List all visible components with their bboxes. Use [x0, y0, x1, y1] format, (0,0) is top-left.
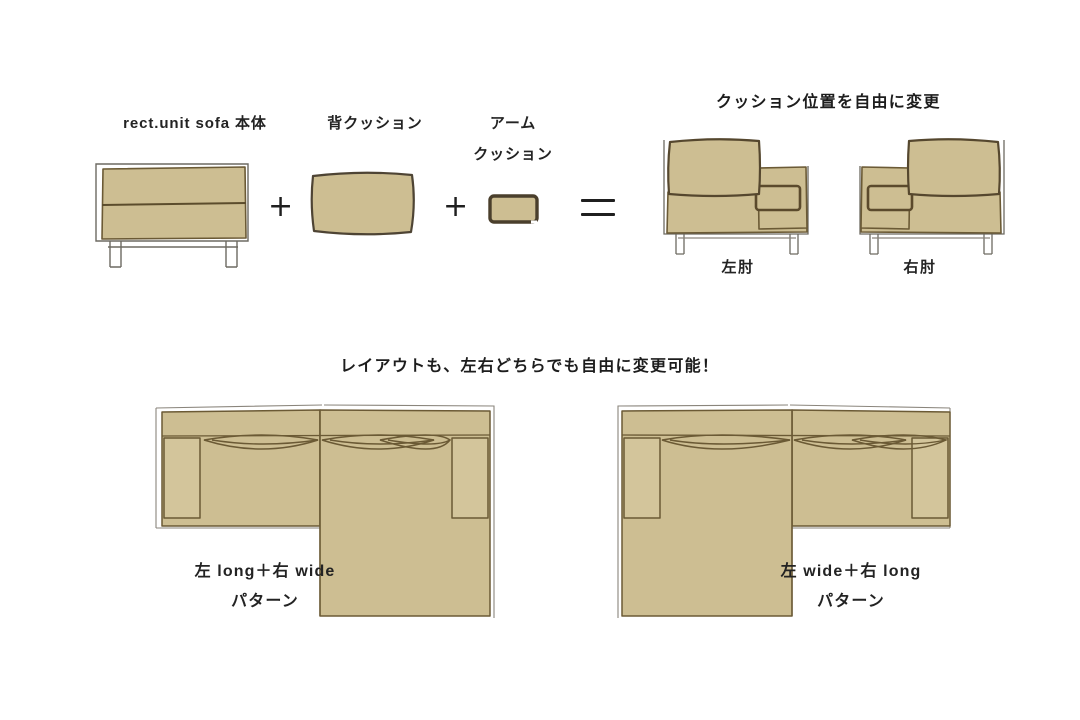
- headline-cushion-position-text: クッション位置を自由に変更: [712, 88, 945, 114]
- arm-cushion-illustration: [487, 192, 542, 227]
- chair-left-elbow-label: 左肘: [721, 259, 755, 276]
- layout-left-long-right-wide-label-line1: 左 long＋右 wide: [194, 563, 336, 580]
- part-label-back-cushion: 背クッション: [327, 115, 423, 132]
- chair-right-elbow-illustration: [850, 128, 1008, 258]
- chair-right-elbow-label: 右肘: [903, 259, 937, 276]
- operator-plus-2: +: [443, 189, 469, 224]
- layout-left-wide-right-long-illustration: [600, 396, 960, 626]
- layout-left-long-right-wide-illustration: [152, 396, 512, 626]
- chair-left-elbow-illustration: [660, 128, 818, 258]
- headline-cushion-position: クッション位置を自由に変更: [712, 88, 945, 114]
- part-label-body: rect.unit sofa 本体: [123, 115, 267, 132]
- layout-left-wide-right-long-label-line2: パターン: [817, 593, 885, 610]
- part-label-arm-cushion-line1: アーム: [489, 115, 537, 132]
- back-cushion-illustration: [308, 167, 418, 239]
- layout-left-wide-right-long-label-line1: 左 wide＋右 long: [780, 563, 922, 580]
- headline-layout-freedom-text: レイアウトも、左右どちらでも自由に変更可能！: [336, 352, 724, 378]
- operator-plus-1: +: [268, 189, 294, 224]
- layout-left-long-right-wide-label-line2: パターン: [231, 593, 299, 610]
- operator-equals: [581, 199, 615, 216]
- sofa-body-illustration: [88, 155, 258, 270]
- headline-layout-freedom: レイアウトも、左右どちらでも自由に変更可能！: [336, 352, 724, 378]
- part-label-arm-cushion-line2: クッション: [473, 146, 553, 163]
